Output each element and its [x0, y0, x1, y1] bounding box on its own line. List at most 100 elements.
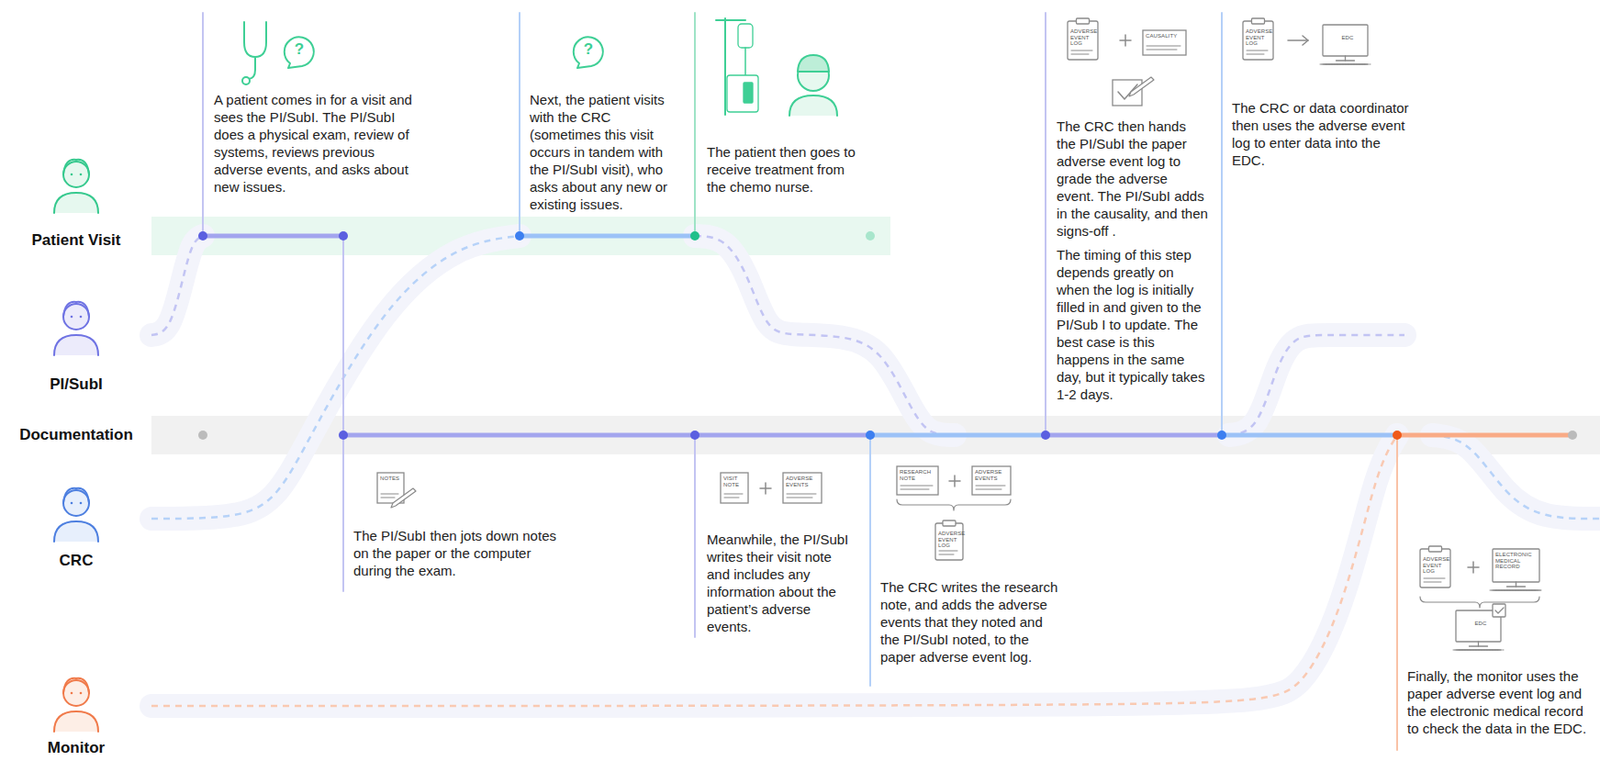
- nurse-cap: [797, 55, 829, 72]
- keyboard: [1493, 590, 1539, 592]
- clipboard-icon: [1067, 21, 1098, 60]
- person-avatar: [63, 161, 90, 188]
- icon-text: ELECTRONIC MEDICAL RECORD: [1495, 551, 1538, 571]
- iv-pole: [724, 18, 727, 115]
- infusion-pump: [743, 82, 753, 103]
- step-note: The CRC then hands the PI/SubI the paper…: [1056, 117, 1209, 240]
- lane-track: [1229, 335, 1405, 436]
- stethoscope-icon: [242, 77, 250, 85]
- icon-text: EDC: [1331, 34, 1365, 42]
- person-hair: [63, 678, 90, 694]
- document-icon: [972, 466, 1011, 495]
- plus-sign: [1472, 561, 1475, 573]
- leader-line: [869, 435, 872, 686]
- clipboard-clip: [942, 520, 956, 526]
- timeline-segment: [870, 433, 1046, 438]
- keyboard: [1323, 64, 1367, 66]
- doc-line: [1246, 50, 1268, 52]
- lane-track: [1432, 435, 1600, 519]
- nurse-figure: [789, 95, 838, 116]
- timeline-dot: [514, 231, 525, 241]
- person-hair: [63, 159, 90, 175]
- lane-path: [1432, 435, 1600, 519]
- keyboard: [1491, 590, 1541, 592]
- person-eye: [70, 315, 74, 319]
- doc-line: [380, 497, 395, 499]
- timeline-segment: [1397, 433, 1573, 438]
- step-note: The CRC or data coordinator then uses th…: [1231, 99, 1411, 169]
- monitor-stand: [1477, 641, 1479, 647]
- monitor-stand: [1469, 645, 1489, 647]
- lane-path: [694, 235, 955, 436]
- keyboard: [1495, 590, 1537, 592]
- step-note: Next, the patient visits with the CRC (s…: [529, 90, 686, 213]
- timeline-segment: [202, 234, 344, 239]
- keyboard: [1458, 649, 1499, 651]
- brace: [1420, 596, 1540, 608]
- step-note: A patient comes in for a visit and sees …: [213, 90, 424, 196]
- person-avatar: [63, 490, 90, 516]
- lane-path: [151, 435, 1398, 706]
- timeline-dot: [338, 231, 348, 241]
- icon-text: ADVERSE EVENT LOG: [1422, 556, 1450, 575]
- clipboard-icon: [935, 523, 963, 560]
- doc-line: [900, 485, 933, 487]
- person-avatar: [54, 711, 99, 732]
- lane-label: Documentation: [0, 425, 153, 445]
- monitor-icon: [1322, 24, 1368, 56]
- person-eye: [70, 692, 74, 695]
- icon-text: VISIT NOTE: [723, 475, 748, 488]
- doc-line: [786, 493, 817, 495]
- lane-track: [151, 435, 1398, 706]
- doc-line: [1423, 578, 1445, 580]
- timeline-dot: [865, 231, 875, 241]
- keyboard: [1453, 649, 1504, 651]
- person-hair: [63, 488, 90, 504]
- question-mark: ?: [290, 40, 309, 59]
- doc-line: [786, 497, 813, 499]
- clipboard-clip: [1076, 18, 1090, 24]
- arrow-icon: [1287, 39, 1309, 42]
- pen-icon: [1129, 77, 1154, 97]
- icon-text: ADVERSE EVENTS: [785, 475, 821, 488]
- person-eye: [70, 502, 74, 505]
- iv-pole: [716, 19, 746, 22]
- timeline-dot: [1217, 430, 1227, 440]
- iv-bag: [738, 23, 753, 48]
- keyboard: [1456, 649, 1500, 651]
- doc-line: [1246, 54, 1265, 56]
- timeline-segment: [519, 234, 695, 239]
- leader-line: [201, 12, 204, 236]
- leader-line: [1044, 12, 1047, 436]
- brace: [896, 499, 1011, 511]
- check-mark: [1495, 607, 1504, 614]
- question-mark: ?: [579, 40, 598, 59]
- speech-bubble: [284, 36, 314, 68]
- person-avatar: [54, 192, 99, 213]
- keyboard: [1320, 64, 1371, 66]
- person-eye: [79, 692, 83, 695]
- step-note: The timing of this step depends greatly …: [1056, 246, 1209, 403]
- lane-label: Patient Visit: [0, 231, 153, 250]
- doc-line: [1071, 50, 1093, 52]
- person-hair: [63, 302, 90, 317]
- timeline-dot: [1567, 430, 1578, 440]
- doc-line: [724, 493, 743, 495]
- step-note: The CRC writes the research note, and ad…: [880, 578, 1060, 666]
- leader-line: [342, 235, 345, 592]
- lane-path: [151, 235, 203, 336]
- lane-track: [151, 235, 520, 519]
- iv-tube: [744, 47, 747, 76]
- icon-text: EDC: [1464, 620, 1498, 627]
- doc-line: [1146, 49, 1177, 51]
- doc-line: [939, 550, 958, 552]
- lane-path: [1229, 335, 1405, 436]
- doc-line: [975, 489, 1002, 491]
- icon-text: ADVERSE EVENTS: [974, 469, 1010, 482]
- icon-text: ADVERSE EVENT LOG: [1070, 28, 1097, 47]
- person-eye: [79, 315, 83, 319]
- timeline-dot: [198, 231, 208, 241]
- monitor-icon: [1492, 548, 1540, 582]
- plus-sign: [764, 482, 767, 494]
